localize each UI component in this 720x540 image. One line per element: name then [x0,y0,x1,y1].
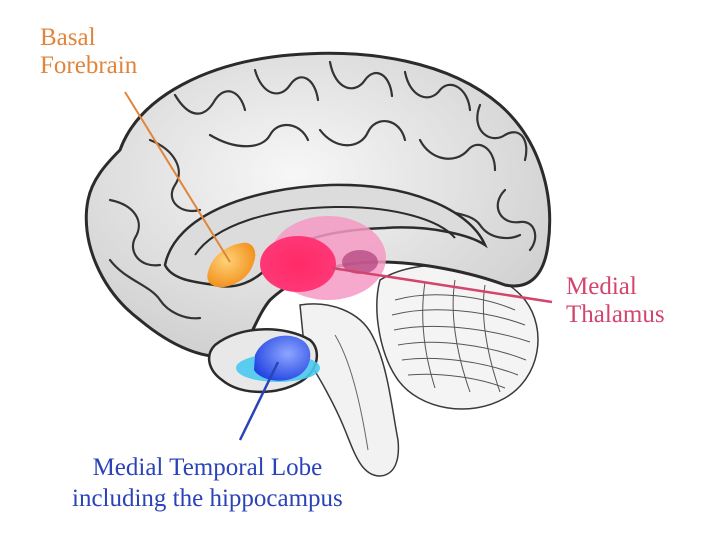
label-basal-line1: Basal [40,24,96,51]
label-medial-thalamus: Medial Thalamus [566,273,665,328]
medial-temporal-lobe-region [236,335,320,382]
medial-thalamus-region [260,216,386,300]
cerebellum [376,264,539,410]
basal-forebrain-pointer [124,91,231,263]
thalamus-pointer [331,266,553,304]
label-basal-forebrain: Basal Forebrain [40,24,137,79]
label-mtl-line1: Medial Temporal Lobe [92,454,323,481]
label-basal-line2: Forebrain [40,51,138,79]
mtl-pointer [238,361,280,441]
label-thalamus-line2: Thalamus [566,300,665,328]
label-thalamus-line1: Medial [566,273,637,300]
label-medial-temporal-lobe: Medial Temporal Lobe including the hippo… [72,452,343,515]
brainstem [299,303,400,477]
label-mtl-line2: including the hippocampus [72,485,343,513]
basal-forebrain-region [207,242,256,288]
